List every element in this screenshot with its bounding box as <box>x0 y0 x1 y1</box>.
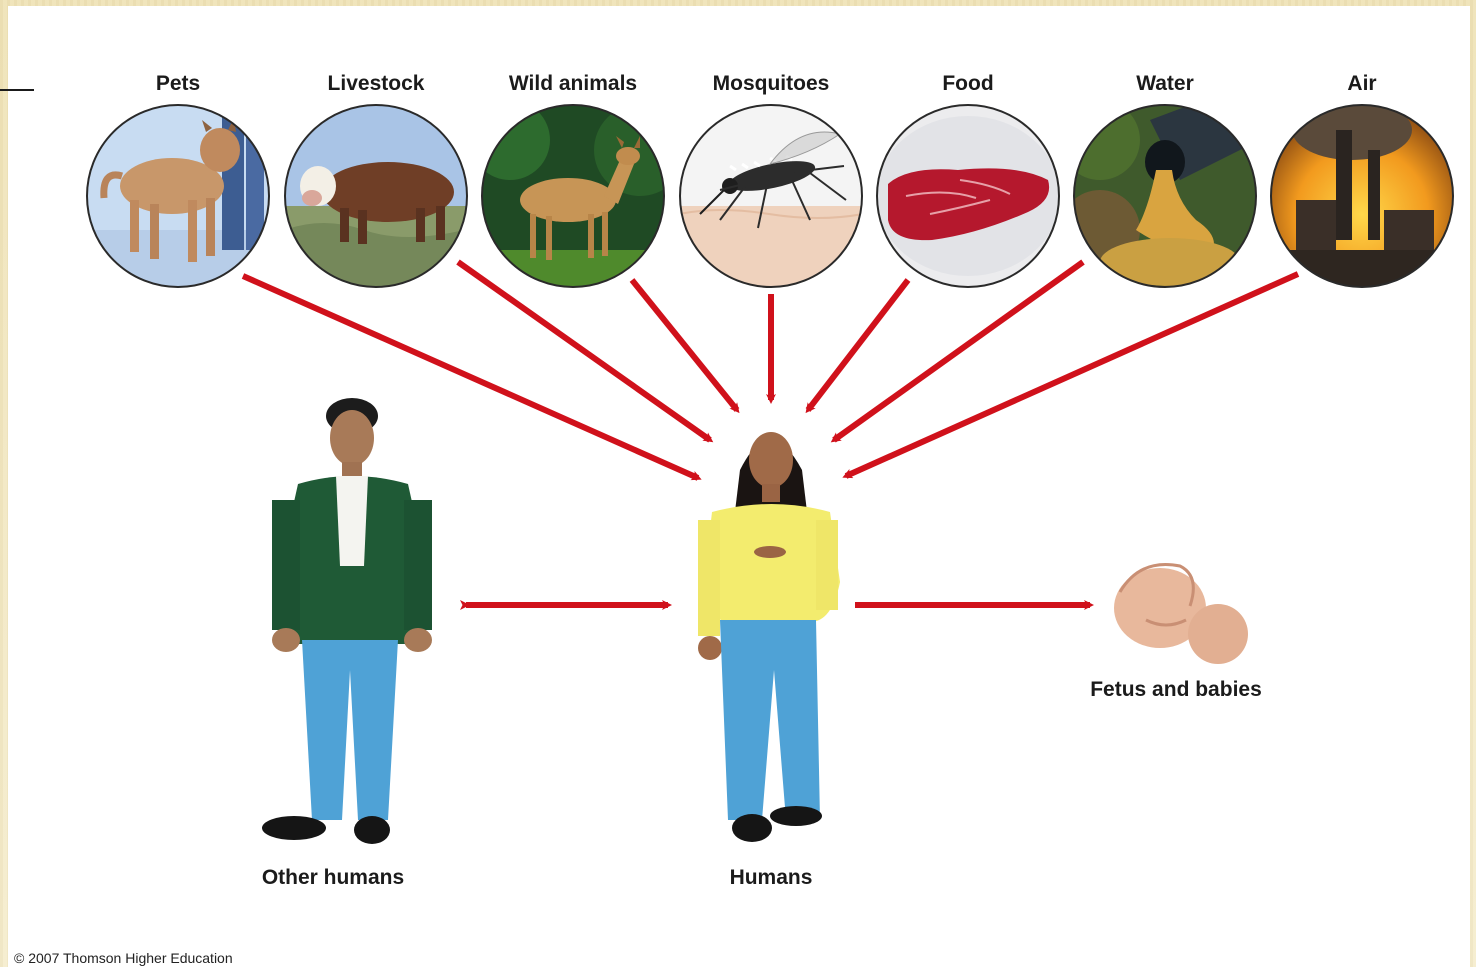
arrow-livestock <box>458 262 710 440</box>
label-food: Food <box>873 72 1063 96</box>
label-air: Air <box>1267 72 1457 96</box>
label-livestock: Livestock <box>281 72 471 96</box>
label-fetus-and-babies: Fetus and babies <box>1081 678 1271 702</box>
wild-animals-image <box>470 100 686 290</box>
label-pets: Pets <box>83 72 273 96</box>
humans-figure <box>698 432 840 842</box>
label-wild-animals: Wild animals <box>478 72 668 96</box>
label-humans: Humans <box>676 866 866 890</box>
arrow-pets <box>243 276 698 478</box>
label-other-humans: Other humans <box>238 866 428 890</box>
arrow-food <box>808 280 908 410</box>
label-mosquitoes: Mosquitoes <box>676 72 866 96</box>
fetus-figure <box>1114 564 1248 664</box>
arrow-water <box>834 262 1083 440</box>
arrow-wild-animals <box>632 280 737 410</box>
arrow-air <box>846 274 1298 476</box>
copyright-credit: © 2007 Thomson Higher Education <box>14 950 233 966</box>
other-humans-figure <box>262 398 432 844</box>
label-water: Water <box>1070 72 1260 96</box>
